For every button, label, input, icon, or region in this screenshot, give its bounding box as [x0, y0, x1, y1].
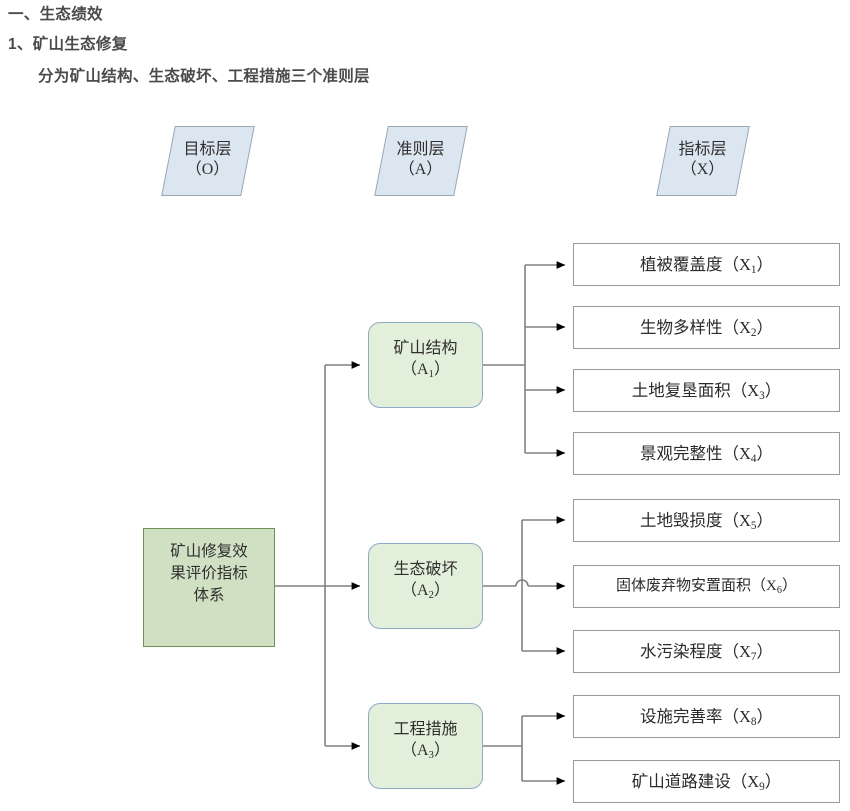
- goal-node-mine-restoration-index-system[interactable]: [143, 528, 275, 647]
- layer-header-criteria-label: 准则层 （A）: [373, 140, 468, 179]
- indicator-node-x7[interactable]: [573, 630, 840, 673]
- criteria-a2-title: 生态破坏: [393, 561, 458, 578]
- criteria-a1-code: （A1）: [400, 360, 450, 380]
- indicator-node-x6-label: 固体废弃物安置面积（X6）: [616, 578, 797, 596]
- layer-criteria-title: 准则层: [396, 141, 445, 158]
- criteria-node-a1[interactable]: [368, 322, 483, 408]
- criteria-a3-code: （A3）: [400, 741, 450, 761]
- heading-subsection-title: 1、矿山生态修复: [8, 36, 128, 53]
- indicator-node-x9[interactable]: [573, 760, 840, 803]
- indicator-node-x2[interactable]: [573, 306, 840, 349]
- goal-label-line2: 果评价指标: [170, 565, 248, 582]
- layer-goal-title: 目标层: [183, 141, 232, 158]
- goal-node-label: 矿山修复效 果评价指标 体系: [143, 541, 275, 607]
- indicator-node-x2-label: 生物多样性（X2）: [639, 318, 774, 340]
- indicator-node-x4-label: 景观完整性（X4）: [639, 444, 774, 466]
- criteria-node-a3-label: 工程措施 （A3）: [368, 720, 483, 762]
- goal-label-line1: 矿山修复效: [170, 543, 248, 560]
- criteria-node-a2[interactable]: [368, 543, 483, 629]
- indicator-node-x4[interactable]: [573, 432, 840, 475]
- layer-indicator-title: 指标层: [678, 141, 727, 158]
- indicator-node-x7-label: 水污染程度（X7）: [639, 642, 774, 664]
- indicator-node-x1-label: 植被覆盖度（X1）: [639, 255, 774, 277]
- layer-header-goal-label: 目标层 （O）: [160, 140, 255, 179]
- criteria-node-a3[interactable]: [368, 703, 483, 789]
- indicator-node-x3-label: 土地复垦面积（X3）: [631, 381, 782, 403]
- indicator-node-x8-label: 设施完善率（X8）: [639, 707, 774, 729]
- criteria-a1-title: 矿山结构: [393, 340, 458, 357]
- goal-label-line3: 体系: [193, 587, 225, 604]
- indicator-node-x8[interactable]: [573, 695, 840, 738]
- indicator-node-x5[interactable]: [573, 499, 840, 542]
- criteria-a2-code: （A2）: [400, 581, 450, 601]
- criteria-node-a1-label: 矿山结构 （A1）: [368, 339, 483, 381]
- layer-indicator-code: （X）: [680, 160, 725, 178]
- indicator-node-x1[interactable]: [573, 243, 840, 286]
- indicator-node-x6[interactable]: [573, 565, 840, 608]
- criteria-a3-title: 工程措施: [393, 721, 458, 738]
- indicator-node-x9-label: 矿山道路建设（X9）: [631, 772, 782, 794]
- indicator-node-x3[interactable]: [573, 369, 840, 412]
- edge-a2-line-hop: [515, 579, 529, 587]
- layer-criteria-code: （A）: [398, 160, 443, 178]
- heading-description: 分为矿山结构、生态破坏、工程措施三个准则层: [38, 68, 370, 85]
- criteria-node-a2-label: 生态破坏 （A2）: [368, 560, 483, 602]
- layer-header-indicator-label: 指标层 （X）: [655, 140, 750, 179]
- layer-goal-code: （O）: [185, 160, 230, 178]
- heading-section-title: 一、生态绩效: [8, 6, 103, 23]
- indicator-node-x5-label: 土地毁损度（X5）: [639, 511, 774, 533]
